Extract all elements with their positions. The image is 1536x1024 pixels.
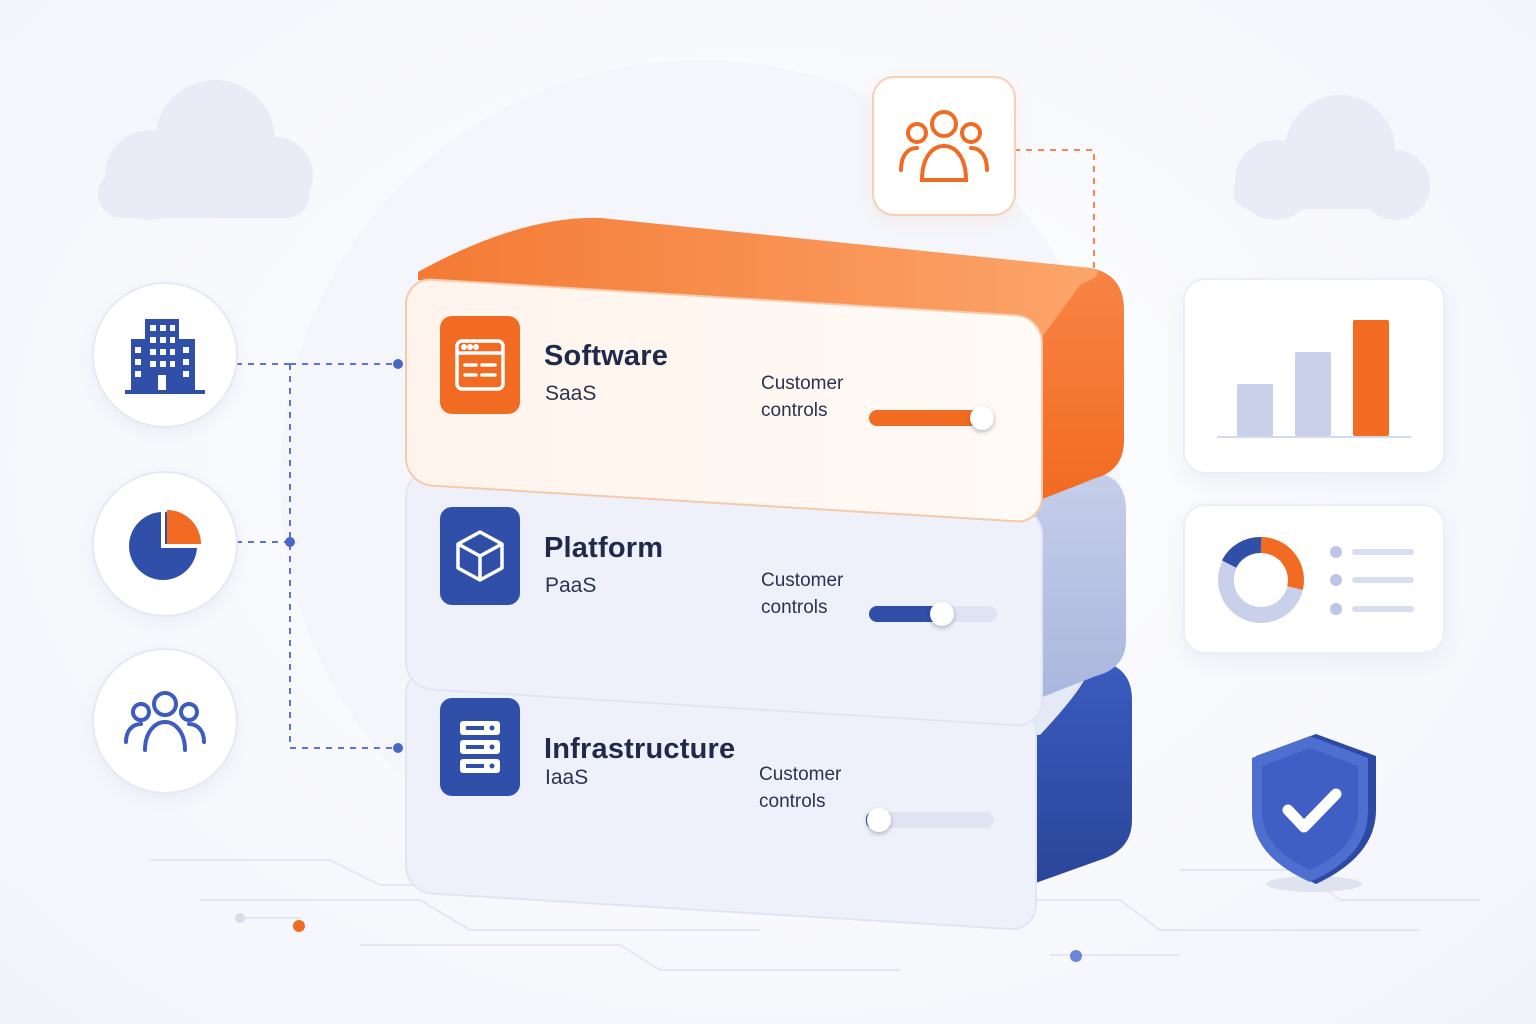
tier-abbr: PaaS [545,574,597,597]
software-icon-tile [440,316,520,414]
connector-dot-mid [285,537,295,547]
office-building-icon [125,319,205,394]
bar-chart-card [1183,278,1445,474]
browser-window-icon [455,339,505,391]
connector-dot-top [393,359,403,369]
slider-knob[interactable] [970,406,994,430]
donut-card [1183,504,1445,654]
server-stack-icon [460,721,500,773]
tier-name: Platform [544,532,664,564]
tier-name: Software [544,340,669,372]
control-label-line2: controls [761,400,828,421]
customer-card [872,76,1016,216]
control-label-line1: Customer [761,570,844,591]
control-slider[interactable] [869,406,995,430]
users-icon [899,110,989,182]
tier-name: Infrastructure [544,733,736,765]
control-label-line1: Customer [759,764,842,785]
pie-chart-icon [129,510,201,580]
left-connectors [236,363,398,749]
shield-check-icon [1252,734,1376,892]
top-connector [1014,149,1095,282]
bar-chart-bar [1237,384,1273,436]
cloud-right-icon [1233,95,1430,220]
control-label: Customer controls [761,567,843,621]
bar-chart-icon [1217,320,1411,438]
slider-knob[interactable] [867,808,891,832]
control-slider[interactable] [866,808,994,832]
circuit-lines [150,859,1480,971]
circuit-node [235,913,245,923]
tier-abbr: SaaS [545,382,597,405]
bar-chart-bar [1353,320,1389,436]
cloud-left-icon [98,80,313,220]
control-label-line2: controls [759,791,826,812]
control-label: Customer controls [761,370,843,424]
infrastructure-icon-tile [440,698,520,796]
users-icon [124,691,206,752]
cube-icon [456,530,504,582]
slider-knob[interactable] [930,602,954,626]
control-label-line2: controls [761,597,828,618]
blue-dot [1070,950,1082,962]
tier-abbr: IaaS [545,766,589,789]
platform-icon-tile [440,507,520,605]
control-label: Customer controls [759,761,841,815]
slider-fill [869,606,942,622]
control-slider[interactable] [869,602,997,626]
connector-dot-bottom [393,743,403,753]
orange-dot [293,920,305,932]
bar-chart-bar [1295,352,1331,436]
slider-fill [869,410,982,426]
building-circle [92,282,238,428]
users-circle [92,648,238,794]
pie-circle [92,471,238,617]
donut-chart-icon [1218,537,1414,623]
control-label-line1: Customer [761,373,844,394]
slab-software [405,217,1124,523]
